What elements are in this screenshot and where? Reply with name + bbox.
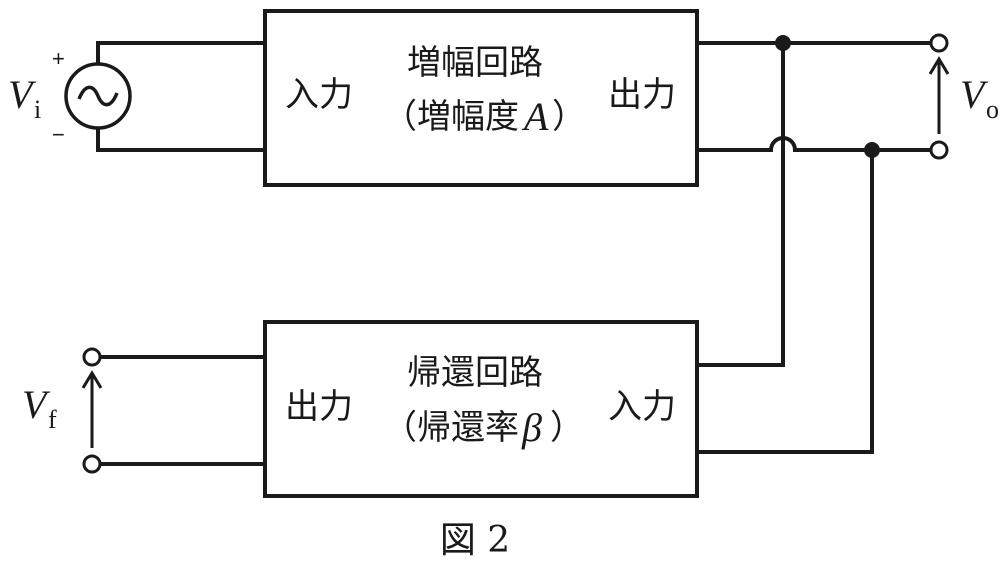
feedback-terminal-top	[82, 347, 102, 367]
junction-node-bottom	[864, 142, 880, 158]
source-plus-sign: +	[52, 46, 65, 71]
amplifier-gain-symbol: A	[521, 94, 549, 139]
feedback-rate-symbol: β	[521, 405, 542, 450]
feedback-terminal-bottom	[82, 454, 102, 474]
source-voltage-symbol: V	[8, 72, 37, 117]
source-voltage-subscript: i	[34, 95, 41, 124]
source-top-wire	[96, 41, 267, 66]
output-voltage-subscript: o	[986, 95, 999, 124]
feedback-box	[263, 320, 699, 498]
feedback-input-top-wire	[695, 41, 785, 367]
feedback-voltage-symbol: V	[22, 382, 51, 427]
output-voltage-arrow-head	[928, 56, 950, 75]
feedback-subtitle: （帰還率	[383, 408, 519, 448]
output-voltage-symbol: V	[960, 72, 989, 117]
feedback-voltage-arrow-head	[81, 370, 103, 389]
output-terminal-bottom	[929, 140, 949, 160]
amplifier-title: 増幅回路	[407, 43, 543, 83]
amplifier-subtitle-close: ）	[552, 97, 586, 137]
amplifier-output-label: 出力	[608, 75, 676, 115]
output-terminal-top	[929, 33, 949, 53]
amplifier-subtitle: （増幅度	[383, 97, 519, 137]
junction-node-top	[775, 35, 791, 51]
feedback-voltage-subscript: f	[48, 405, 57, 434]
feedback-subtitle-close: ）	[550, 408, 584, 448]
feedback-input-bottom-wire	[695, 148, 874, 454]
ac-source-icon	[77, 85, 119, 107]
source-minus-sign: −	[52, 122, 65, 147]
source-bottom-wire	[96, 126, 267, 152]
feedback-title: 帰還回路	[407, 353, 543, 393]
figure-caption: 図 2	[440, 520, 510, 561]
feedback-input-label: 入力	[608, 387, 676, 427]
amplifier-box	[263, 9, 699, 187]
amplifier-input-label: 入力	[285, 75, 353, 115]
feedback-output-label: 出力	[285, 387, 353, 427]
